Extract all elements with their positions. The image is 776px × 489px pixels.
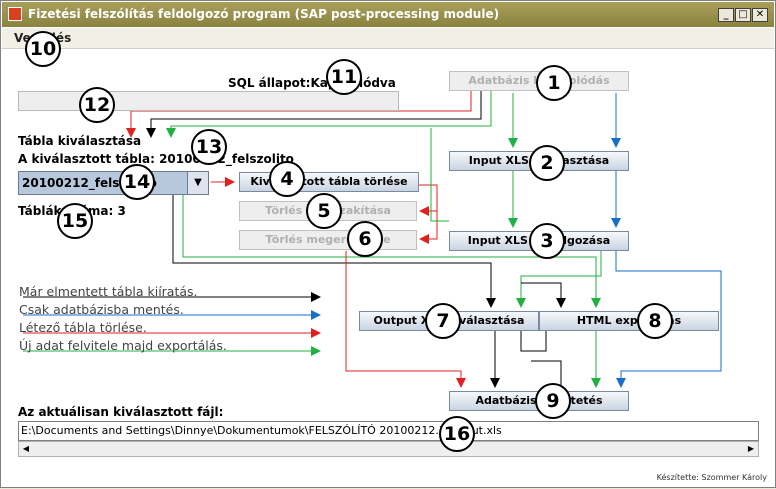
file-scrollbar[interactable]: ◀ ▶	[18, 441, 759, 457]
table-count-value: 3	[117, 204, 126, 218]
table-select-label: Tábla kiválasztása	[18, 134, 142, 148]
minimize-icon[interactable]: _	[718, 8, 734, 22]
callout-badge: 10	[25, 31, 61, 67]
callout-badge: 12	[79, 87, 115, 123]
callout-badge: 11	[326, 59, 362, 95]
delete-table-button[interactable]: Kiválasztott tábla törlése	[239, 172, 419, 192]
close-icon[interactable]: ✕	[752, 8, 768, 22]
selected-table-value: 20100212_felszolito	[159, 152, 294, 166]
callout-badge: 1	[536, 65, 572, 101]
table-combo[interactable]: 20100212_felszolito ▼	[18, 171, 209, 195]
title-bar: Fizetési felszólítás feldolgozó program …	[2, 2, 774, 27]
callout-badge: 9	[535, 383, 571, 419]
legend-item: Csak adatbázisba mentés.	[19, 302, 184, 317]
legend-item: Már elmentett tábla kiíratás.	[19, 284, 198, 299]
java-cup-icon	[8, 7, 22, 21]
scroll-left-icon[interactable]: ◀	[22, 444, 30, 453]
current-file-field[interactable]: E:\Documents and Settings\Dinnye\Dokumen…	[18, 421, 759, 441]
html-export-button[interactable]: HTML exportálás	[539, 311, 719, 331]
maximize-icon[interactable]: □	[735, 8, 751, 22]
delete-confirm-button[interactable]: Törlés megerősítése	[239, 230, 417, 250]
legend-item: Új adat felvitele majd exportálás.	[19, 338, 227, 353]
chevron-down-icon[interactable]: ▼	[187, 172, 208, 194]
callout-badge: 3	[529, 223, 565, 259]
current-file-label: Az aktuálisan kiválasztott fájl:	[18, 405, 224, 419]
scroll-right-icon[interactable]: ▶	[747, 444, 755, 453]
callout-badge: 4	[269, 161, 305, 197]
credit-text: Készítette: Szommer Károly	[656, 473, 767, 482]
callout-badge: 8	[637, 303, 673, 339]
legend-item: Létező tábla törlése.	[19, 320, 147, 335]
window-title: Fizetési felszólítás feldolgozó program …	[28, 7, 500, 21]
callout-badge: 15	[57, 203, 93, 239]
callout-badge: 7	[425, 303, 461, 339]
sql-status-label: SQL állapot:Kapcsolódva	[228, 76, 396, 90]
callout-badge: 16	[439, 416, 475, 452]
callout-badge: 14	[119, 164, 155, 200]
callout-badge: 2	[529, 145, 565, 181]
callout-badge: 13	[191, 129, 227, 165]
callout-badge: 6	[347, 221, 383, 257]
callout-badge: 5	[306, 193, 342, 229]
selected-table-label: A kiválasztott tábla: 20100212_felszolit…	[18, 152, 294, 166]
